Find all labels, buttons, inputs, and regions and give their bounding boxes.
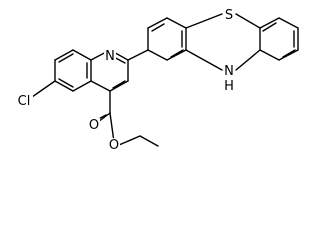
bond-line — [109, 80, 129, 92]
bond-line — [127, 49, 149, 61]
bond-line — [151, 23, 165, 32]
bond-line — [235, 13, 261, 29]
atom-labels: Cl N S N H O O — [15, 8, 235, 153]
bond-line — [259, 49, 280, 61]
bond-line — [166, 17, 187, 29]
chlorine-label: Cl — [18, 94, 31, 109]
bond-line — [118, 135, 141, 146]
bond-line — [278, 17, 299, 29]
bond-line — [72, 49, 92, 61]
bond-line — [170, 49, 184, 58]
amine-hydrogen-atom: H — [223, 79, 235, 94]
bond-line — [282, 49, 296, 58]
amine-nitrogen-atom: N — [223, 64, 235, 79]
amine-nitrogen-label: N — [224, 64, 234, 79]
quinoline-nitrogen-atom: N — [104, 49, 116, 64]
quinoline-nitrogen-label: N — [105, 49, 115, 64]
bond-line — [112, 80, 126, 89]
sulfur-atom: S — [223, 8, 235, 23]
chlorine-atom: Cl — [15, 94, 33, 109]
ester-oxygen-label: O — [109, 138, 119, 153]
sulfur-label: S — [225, 8, 233, 23]
carbonyl-oxygen-atom: O — [88, 118, 100, 133]
bond-line — [166, 49, 187, 61]
bond-line — [147, 49, 168, 61]
bond-line — [235, 49, 261, 71]
structure-diagram: Cl N S N H O O — [15, 8, 299, 153]
bond-line — [58, 53, 74, 63]
bond-line — [278, 49, 299, 61]
ester-oxygen-atom: O — [108, 138, 120, 153]
bond-line — [31, 80, 56, 98]
bond-line — [72, 80, 92, 92]
bond-line — [54, 80, 74, 92]
bond-line — [259, 17, 280, 29]
bond-line — [109, 112, 115, 143]
bond-line — [139, 135, 159, 147]
bond-line — [54, 49, 74, 61]
bond-line — [147, 17, 168, 29]
bond-line — [185, 49, 223, 71]
bond-lines — [31, 13, 299, 147]
carbonyl-oxygen-label: O — [89, 118, 99, 133]
bond-line — [185, 13, 223, 29]
amine-hydrogen-label: H — [224, 79, 234, 94]
bond-line — [262, 22, 277, 32]
bond-line — [90, 80, 111, 92]
bond-line — [58, 78, 74, 88]
